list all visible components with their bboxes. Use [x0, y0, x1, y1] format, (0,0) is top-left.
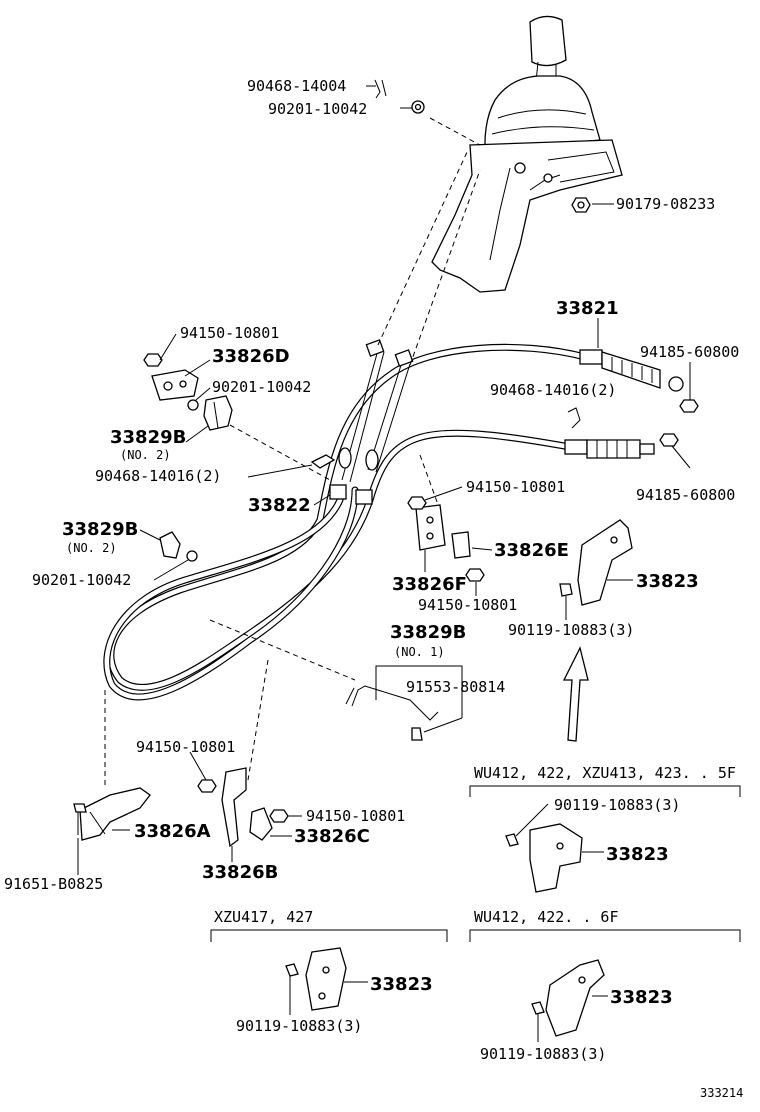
label-33829B-no2-b-sub: (NO. 2)	[66, 541, 117, 555]
label-33829B-no2-a: 33829B	[110, 427, 186, 448]
label-94150-10801-c: 94150-10801	[418, 596, 517, 614]
control-cables	[103, 339, 684, 701]
variant-2-part: 33823	[370, 974, 433, 995]
label-90119-10883-main: 90119-10883(3)	[508, 621, 634, 639]
label-94185-60800-a: 94185-60800	[640, 343, 739, 361]
dashed-leaders	[104, 117, 481, 785]
label-33826B: 33826B	[202, 862, 278, 883]
label-94150-10801-b: 94150-10801	[466, 478, 565, 496]
label-33829B-no1-sub: (NO. 1)	[394, 645, 445, 659]
variant-1-title: WU412, 422, XZU413, 423. . 5F	[474, 764, 736, 782]
label-33822: 33822	[248, 495, 311, 516]
small-parts	[73, 79, 699, 848]
variant-labels: WU412, 422, XZU413, 423. . 5F 90119-1088…	[214, 764, 736, 1063]
label-94185-60800-b: 94185-60800	[636, 486, 735, 504]
label-leaders	[77, 85, 741, 1042]
label-33826F: 33826F	[392, 574, 467, 595]
label-90468-14016-left: 90468-14016(2)	[95, 467, 221, 485]
label-33821: 33821	[556, 298, 619, 319]
label-33829B-no1: 33829B	[390, 622, 466, 643]
label-90201-10042-low: 90201-10042	[32, 571, 131, 589]
variant-1-bolt: 90119-10883(3)	[554, 796, 680, 814]
part-labels: 90468-14004 90201-10042 90179-08233 3382…	[4, 77, 739, 893]
variant-brackets	[285, 823, 605, 1037]
label-90201-10042-top: 90201-10042	[268, 100, 367, 118]
shift-lever-assembly	[431, 15, 623, 293]
label-91553-80814: 91553-80814	[406, 678, 505, 696]
variant-3-title: WU412, 422. . 6F	[474, 908, 619, 926]
variant-2-bolt: 90119-10883(3)	[236, 1017, 362, 1035]
label-90201-10042-mid: 90201-10042	[212, 378, 311, 396]
figure-id: 333214	[700, 1086, 743, 1100]
label-90468-14004: 90468-14004	[247, 77, 346, 95]
label-94150-10801-a: 94150-10801	[180, 324, 279, 342]
label-33826A: 33826A	[134, 821, 211, 842]
variant-3-bolt: 90119-10883(3)	[480, 1045, 606, 1063]
label-33823-main: 33823	[636, 571, 699, 592]
label-33826E: 33826E	[494, 540, 569, 561]
label-33826C: 33826C	[294, 826, 370, 847]
variant-3-part: 33823	[610, 987, 673, 1008]
label-33826D: 33826D	[212, 346, 290, 367]
variant-1-part: 33823	[606, 844, 669, 865]
label-33829B-no2-b: 33829B	[62, 519, 138, 540]
label-33829B-no2-a-sub: (NO. 2)	[120, 448, 171, 462]
label-90179-08233: 90179-08233	[616, 195, 715, 213]
label-94150-10801-d: 94150-10801	[136, 738, 235, 756]
label-94150-10801-e: 94150-10801	[306, 807, 405, 825]
variant-2-title: XZU417, 427	[214, 908, 313, 926]
label-91651-B0825: 91651-B0825	[4, 875, 103, 893]
label-90468-14016-right: 90468-14016(2)	[490, 381, 616, 399]
